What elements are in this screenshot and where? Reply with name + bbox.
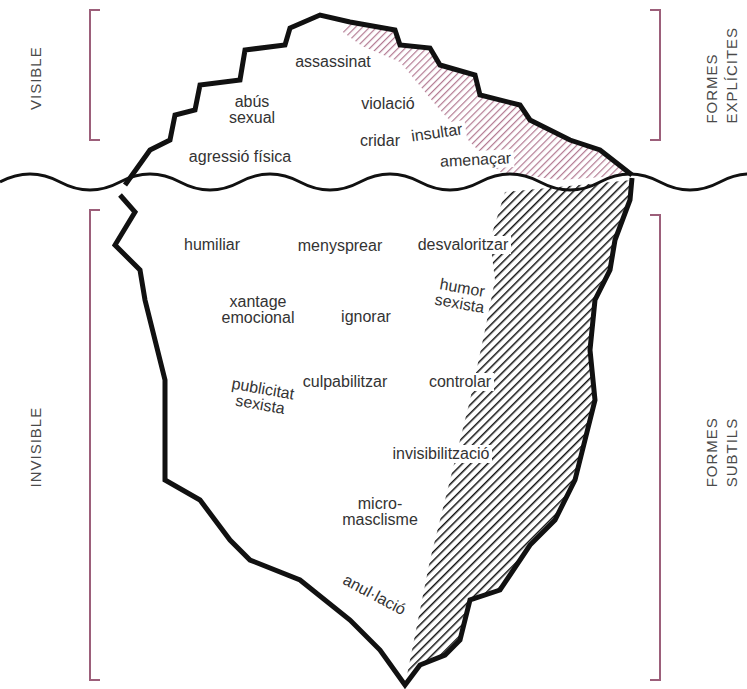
side-label: FORMES SUBTILS [701,414,744,490]
violence-form-label: micro-masclisme [339,495,421,529]
violence-form-label: cridar [357,132,403,150]
violence-form-label: abús sexual [226,93,278,127]
violence-form-label: humiliar [181,236,243,254]
iceberg-outline [115,178,632,685]
violence-form-label: menysprear [295,237,385,255]
violence-form-label: ignorar [338,308,394,326]
iceberg-visible-part [125,15,632,185]
violence-form-label: controlar [426,373,494,391]
violence-form-label: agressió física [186,148,294,166]
side-label: FORMES EXPLÍCITES [701,24,744,127]
side-label: VISIBLE [25,43,47,113]
iceberg-invisible-part [115,178,632,685]
shadow-hatching [405,180,632,685]
violence-form-label: culpabilitzar [300,373,390,391]
violence-form-label: xantage emocional [219,293,298,327]
violence-form-label: violació [358,95,417,113]
side-label: INVISIBLE [25,404,47,491]
violence-form-label: invisibilització [390,445,493,463]
waterline [0,174,747,190]
violence-form-label: assassinat [292,53,374,71]
violence-form-label: desvaloritzar [415,236,512,254]
highlight-hatching [340,22,632,180]
iceberg-outline [125,15,632,185]
